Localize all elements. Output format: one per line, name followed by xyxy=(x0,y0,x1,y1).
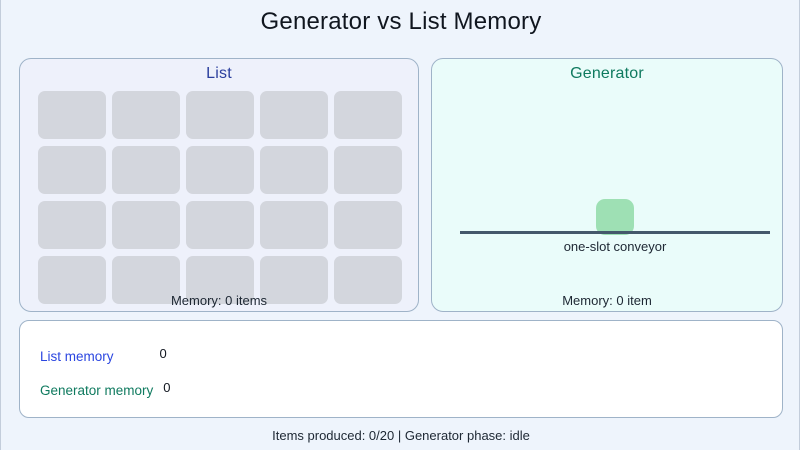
list-memory-cell xyxy=(260,91,328,139)
generator-panel-title: Generator xyxy=(570,65,644,82)
list-memory-readout: Memory: 0 items xyxy=(170,293,268,308)
conveyor: one-slot conveyor xyxy=(460,187,770,257)
list-memory-cell xyxy=(186,91,254,139)
list-memory-cell xyxy=(334,146,402,194)
list-memory-cell xyxy=(334,256,402,304)
bar-value-generator-memory: 0 xyxy=(163,380,171,395)
list-memory-cell xyxy=(186,146,254,194)
list-panel-title: List xyxy=(206,65,232,82)
status-text: Items produced: 0/20 | Generator phase: … xyxy=(272,427,530,443)
list-memory-cell xyxy=(260,146,328,194)
list-memory-cell xyxy=(38,91,106,139)
panels-row: List Memory: 0 items Generator one-slot … xyxy=(19,58,783,312)
bar-track-generator-memory: 0 xyxy=(157,380,782,398)
conveyor-label: one-slot conveyor xyxy=(563,239,667,254)
list-memory-cell xyxy=(38,201,106,249)
generator-memory-readout: Memory: 0 item xyxy=(562,293,652,308)
bar-label-list-memory: List memory xyxy=(40,348,114,364)
list-memory-cell xyxy=(112,146,180,194)
bar-value-list-memory: 0 xyxy=(159,346,167,361)
list-panel: List Memory: 0 items xyxy=(19,58,419,312)
memory-bar-chart: List memory 0 Generator memory 0 xyxy=(19,320,783,418)
list-memory-cell xyxy=(38,146,106,194)
list-memory-cell xyxy=(260,256,328,304)
bar-row: List memory 0 xyxy=(40,339,782,373)
list-memory-cell xyxy=(38,256,106,304)
bar-track-list-memory: 0 xyxy=(118,346,782,364)
bar-row: Generator memory 0 xyxy=(40,373,782,407)
list-memory-grid xyxy=(38,91,404,304)
list-memory-cell xyxy=(112,91,180,139)
status-bar: Items produced: 0/20 | Generator phase: … xyxy=(1,420,800,450)
list-memory-cell xyxy=(334,201,402,249)
generator-panel: Generator one-slot conveyor Memory: 0 it… xyxy=(431,58,783,312)
list-memory-cell xyxy=(186,256,254,304)
conveyor-item-block xyxy=(596,199,634,235)
bar-label-generator-memory: Generator memory xyxy=(40,382,154,398)
page-title: Generator vs List Memory xyxy=(260,8,542,35)
list-memory-cell xyxy=(334,91,402,139)
conveyor-line xyxy=(460,231,770,234)
list-memory-cell xyxy=(112,256,180,304)
list-memory-cell xyxy=(112,201,180,249)
list-memory-cell xyxy=(260,201,328,249)
list-memory-cell xyxy=(186,201,254,249)
